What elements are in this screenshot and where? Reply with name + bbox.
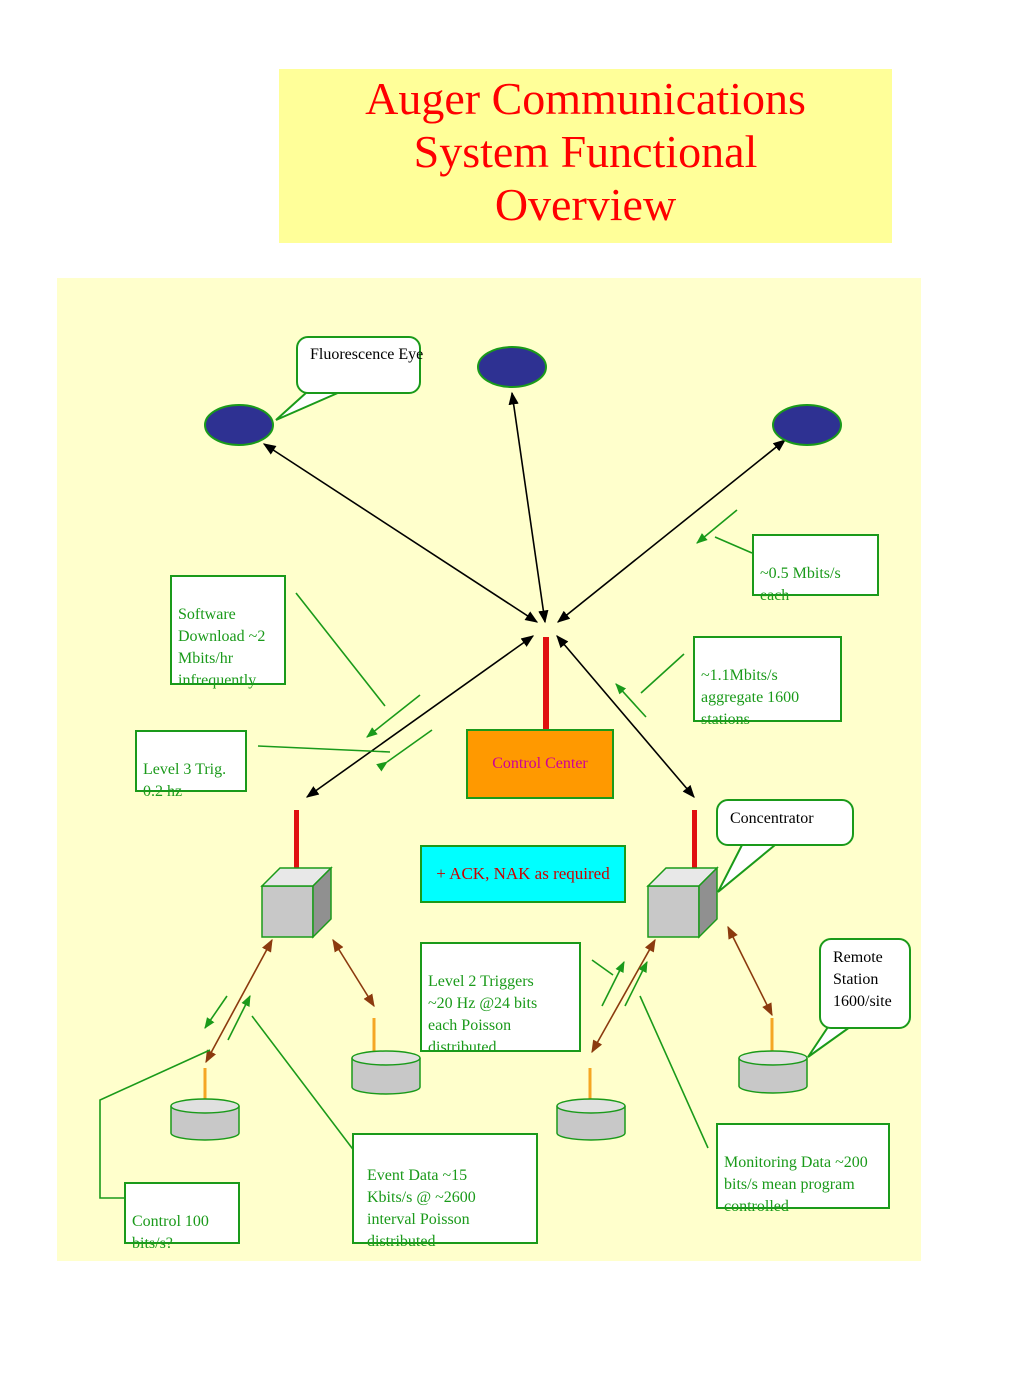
fluorescence-eye-label: Fluorescence Eye bbox=[310, 346, 424, 363]
ack-nak-box: + ACK, NAK as required bbox=[420, 845, 626, 903]
leader-event bbox=[251, 1015, 356, 1153]
leader-rate-11 bbox=[640, 653, 685, 694]
link-right-cube-to-station-right bbox=[727, 925, 773, 1017]
level3-box: Level 3 Trig. 0.2 hz bbox=[135, 730, 247, 800]
link-eye-left bbox=[262, 443, 539, 623]
station-antennas bbox=[203, 1018, 774, 1100]
link-left-cube-to-station-mid bbox=[332, 938, 375, 1008]
left-concentrator-mast bbox=[294, 810, 299, 870]
title-line-3: Overview bbox=[494, 179, 677, 230]
concentrator-callout: Concentrator bbox=[716, 799, 854, 846]
arrow-eye-down bbox=[696, 509, 738, 544]
monitoring-box: Monitoring Data ~200 bits/s mean program… bbox=[716, 1123, 890, 1215]
leader-control bbox=[99, 1049, 211, 1199]
remote-station-callout-tail bbox=[807, 1026, 854, 1058]
level2-label: Level 2 Triggers ~20 Hz @24 bits each Po… bbox=[428, 973, 538, 1056]
arrow-level2-up-2 bbox=[624, 960, 648, 1007]
concentrator-label: Concentrator bbox=[730, 810, 814, 827]
title-background bbox=[279, 69, 892, 243]
link-right-cube-to-station-left bbox=[591, 938, 656, 1054]
control-center: Control Center bbox=[466, 729, 614, 799]
control-center-mast bbox=[543, 637, 549, 729]
left-concentrator-cube bbox=[260, 866, 333, 939]
arrow-control-down bbox=[204, 995, 228, 1029]
concentrator-callout-tail bbox=[717, 844, 778, 893]
title-line-1: Auger Communications bbox=[365, 73, 806, 124]
software-download-box: Software Download ~2 Mbits/hr infrequent… bbox=[170, 575, 286, 689]
eye-links bbox=[262, 391, 786, 798]
station-links bbox=[205, 925, 773, 1064]
control-rate-label: Control 100 bits/s? bbox=[132, 1213, 209, 1252]
arrow-level2-up-1 bbox=[601, 960, 625, 1007]
remote-station-label: Remote Station 1600/site bbox=[833, 949, 892, 1010]
fluorescence-eye-right bbox=[772, 404, 842, 446]
arrow-software-down bbox=[366, 694, 421, 738]
link-concentrator-right bbox=[556, 635, 695, 798]
remote-station-callout: Remote Station 1600/site bbox=[819, 938, 911, 1029]
level2-box: Level 2 Triggers ~20 Hz @24 bits each Po… bbox=[420, 942, 581, 1056]
link-eye-center bbox=[508, 391, 549, 624]
link-concentrator-left bbox=[305, 635, 535, 798]
link-left-cube-to-station-left bbox=[205, 938, 273, 1064]
surface-station-3 bbox=[556, 1098, 626, 1141]
surface-station-4 bbox=[738, 1050, 808, 1094]
arrow-event-up bbox=[227, 994, 251, 1041]
title-line-2: System Functional bbox=[413, 126, 758, 177]
right-concentrator-cube bbox=[646, 866, 719, 939]
arrow-aggregate-up bbox=[615, 683, 647, 718]
software-download-label: Software Download ~2 Mbits/hr infrequent… bbox=[178, 606, 266, 689]
fluorescence-callout-tail bbox=[275, 391, 341, 421]
right-concentrator-mast bbox=[692, 810, 697, 870]
rate-05-label: ~0.5 Mbits/s each bbox=[760, 565, 841, 604]
arrow-level3-up bbox=[376, 729, 433, 772]
leader-level3 bbox=[257, 745, 391, 753]
rate-11-box: ~1.1Mbits/s aggregate 1600 stations bbox=[693, 636, 842, 728]
link-eye-right bbox=[557, 439, 786, 623]
control-center-label: Control Center bbox=[492, 755, 588, 772]
control-rate-box: Control 100 bits/s? bbox=[124, 1182, 240, 1252]
surface-station-1 bbox=[170, 1098, 240, 1141]
fluorescence-eye-left bbox=[204, 404, 274, 446]
leader-monitoring bbox=[639, 995, 709, 1149]
leader-software bbox=[295, 592, 386, 707]
fluorescence-eye-callout: Fluorescence Eye bbox=[296, 336, 424, 394]
rate-05-box: ~0.5 Mbits/s each bbox=[752, 534, 879, 604]
monitoring-label: Monitoring Data ~200 bits/s mean program… bbox=[724, 1154, 868, 1215]
event-data-label: Event Data ~15 Kbits/s @ ~2600 interval … bbox=[367, 1167, 476, 1250]
fluorescence-eye-center bbox=[477, 346, 547, 388]
level3-label: Level 3 Trig. 0.2 hz bbox=[143, 761, 227, 800]
leader-lines bbox=[99, 536, 753, 1199]
surface-station-2 bbox=[351, 1050, 421, 1095]
leader-rate-05 bbox=[714, 536, 753, 554]
page-title: Auger Communications System Functional O… bbox=[279, 72, 892, 231]
flow-arrows bbox=[204, 509, 738, 1041]
ack-nak-label: + ACK, NAK as required bbox=[436, 864, 610, 883]
leader-level2 bbox=[591, 959, 614, 976]
event-data-box: Event Data ~15 Kbits/s @ ~2600 interval … bbox=[352, 1133, 538, 1250]
rate-11-label: ~1.1Mbits/s aggregate 1600 stations bbox=[701, 667, 800, 728]
